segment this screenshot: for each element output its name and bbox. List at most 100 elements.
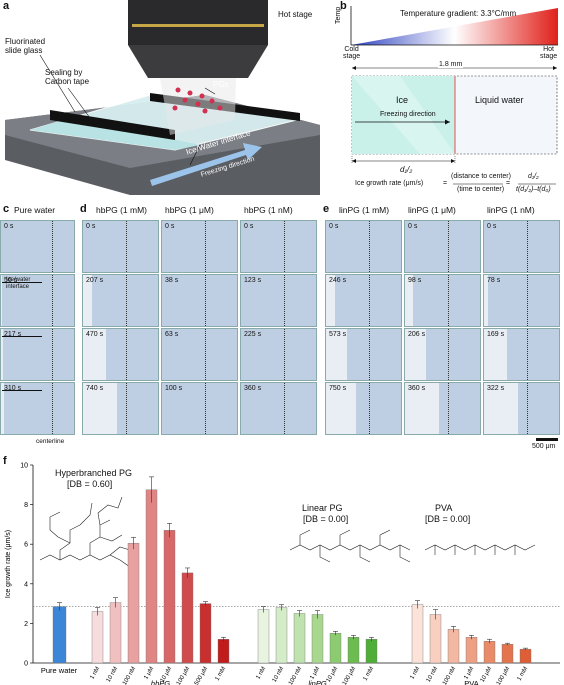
ice-front (405, 329, 426, 380)
bar (347, 637, 360, 664)
time-label: 0 s (86, 223, 96, 230)
panel-letter: d (80, 203, 87, 215)
cold-stage-label: Cold stage (5, 175, 44, 184)
carbon-tape-left (50, 110, 175, 140)
x-tick-label: 1 μM (463, 666, 475, 681)
time-label: 207 s (86, 277, 104, 284)
bar (483, 641, 496, 664)
centerline-label: centerline (36, 438, 65, 445)
centerline-marker (204, 275, 206, 326)
group-label: PVA (464, 679, 478, 685)
bar (91, 611, 104, 664)
ice-front (405, 275, 413, 326)
ice-front (405, 383, 439, 434)
x-tick-label: 10 nM (272, 666, 286, 683)
centerline-marker (368, 275, 370, 326)
bar (163, 530, 176, 664)
x-tick-label: 100 nM (442, 666, 457, 685)
panel-letter: c (3, 203, 10, 215)
panel-a-illustration (5, 0, 320, 195)
hb-structure-name: Hyperbranched PG (55, 468, 133, 478)
objective-lens (128, 0, 268, 45)
ice-region (30, 118, 200, 150)
micrograph-cell: 0 s (404, 220, 481, 273)
column-title: Pure water (14, 205, 56, 215)
bar (429, 614, 442, 664)
time-label: 246 s (329, 277, 347, 284)
chemical-structures (39, 496, 536, 568)
centerline-marker (125, 383, 127, 434)
centerline-marker (204, 383, 206, 434)
micrograph-cell: 360 s (404, 382, 481, 435)
group-label: hbPG (151, 679, 170, 685)
centerline-marker (125, 329, 127, 380)
centerline-marker (52, 275, 54, 326)
column-title: hbPG (1 nM) (244, 205, 293, 215)
interface-arrow (2, 390, 42, 391)
freezing-direction-b: Freezing direction (380, 111, 436, 118)
temp-axis-label: Temp (335, 6, 342, 24)
bar (311, 614, 324, 664)
bar (145, 489, 158, 664)
micrograph-cell: 322 s (483, 382, 560, 435)
micrograph-cell: 0 s (240, 220, 317, 273)
micrograph-cell: 360 s (240, 382, 317, 435)
cold-stage-b: Cold stage (343, 46, 361, 60)
time-label: 98 s (408, 277, 422, 284)
column-title: hbPG (1 μM) (165, 205, 214, 215)
lin-structure-db: [DB = 0.00] (303, 514, 349, 524)
freezing-arrow (150, 143, 262, 186)
centerline-marker (125, 275, 127, 326)
bar (257, 609, 270, 664)
time-label: 360 s (408, 385, 426, 392)
time-label: 0 s (4, 223, 14, 230)
time-label: 123 s (244, 277, 262, 284)
y-tick-label: 0 (24, 661, 28, 668)
time-label: 225 s (244, 331, 262, 338)
bar (501, 643, 514, 664)
time-label: 0 s (408, 223, 418, 230)
x-tick-label: 100 μM (496, 666, 511, 685)
ice-front (484, 383, 518, 434)
ice-front (83, 329, 106, 380)
formula-den2: t(d₁/₂)–t(d₀) (516, 186, 551, 193)
hot-stage-label: Hot stage (278, 10, 313, 19)
ice-front (484, 329, 507, 380)
x-tick-label: 1 mM (363, 666, 376, 682)
lin-structure-name: Linear PG (302, 503, 343, 513)
bar (199, 603, 212, 664)
bar (365, 639, 378, 664)
panel-f-letter: f (3, 455, 7, 467)
time-label: 750 s (329, 385, 347, 392)
time-label: 206 s (408, 331, 426, 338)
bar (127, 543, 140, 664)
ice-front (1, 329, 4, 380)
micrograph-cell: 63 s (161, 328, 238, 381)
x-tick-label: 1 nM (409, 666, 421, 681)
bar (181, 572, 194, 664)
centerline-marker (283, 329, 285, 380)
x-tick-label: 100 nM (288, 666, 303, 685)
time-label: 310 s (4, 385, 22, 392)
time-label: 217 s (4, 331, 22, 338)
sealing-label: Sealing by Carbon tape (45, 68, 90, 86)
group-label: linPG (308, 679, 327, 685)
x-tick-label: 1 mM (215, 666, 228, 682)
ice-front (1, 275, 3, 326)
time-label: 573 s (329, 331, 347, 338)
y-tick-label: 4 (24, 581, 28, 588)
column-title: linPG (1 nM) (487, 205, 535, 215)
group-label: Pure water (41, 666, 78, 675)
centerline-marker (447, 329, 449, 380)
x-tick-label: 1 nM (255, 666, 267, 681)
time-label: 740 s (86, 385, 104, 392)
time-label: 38 s (165, 277, 179, 284)
pg-dots (172, 87, 223, 114)
micrograph-cell: 750 s (325, 382, 402, 435)
formula-num: (distance to center) (451, 173, 511, 180)
micrograph-cell: 0 s (325, 220, 402, 273)
centerline-marker (204, 329, 206, 380)
x-tick-label: 10 nM (426, 666, 440, 683)
micrograph-cell: 123 s (240, 274, 317, 327)
